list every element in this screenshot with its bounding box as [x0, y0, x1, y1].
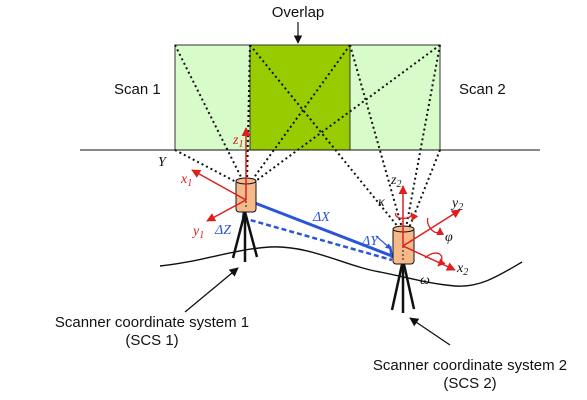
tripod-1	[231, 211, 259, 262]
y2-label: y2	[450, 196, 463, 213]
scanner-2	[390, 185, 461, 313]
scanner-1	[191, 127, 259, 262]
scs2-abbrev: (SCS 2)	[443, 375, 496, 392]
scan-1-area	[174, 44, 251, 151]
delta-z-label: ΔZ	[214, 223, 231, 238]
x1-label: x1	[180, 172, 192, 189]
x2-label: x2	[456, 261, 468, 278]
z1-label: z1	[232, 133, 243, 150]
phi-rotation-arrow	[426, 217, 445, 236]
delta-y-arrow	[375, 235, 392, 250]
tripod-2	[390, 259, 416, 313]
delta-y-label: ΔY	[361, 234, 380, 249]
delta-x-label: ΔX	[312, 210, 330, 225]
overlap-label: Overlap	[272, 4, 325, 21]
scan-2-label: Scan 2	[459, 81, 506, 98]
omega-label: ω	[420, 273, 430, 288]
scan-1-label: Scan 1	[114, 81, 161, 98]
kappa-label: κ	[378, 195, 385, 210]
scan-sight-lines	[174, 44, 441, 229]
kappa-rotation-arrow	[394, 212, 419, 221]
scs2-title: Scanner coordinate system 2	[373, 357, 567, 374]
y1-axis	[206, 199, 247, 222]
scs1-abbrev: (SCS 1)	[125, 332, 178, 349]
scan-2-area	[349, 44, 441, 151]
x1-axis	[191, 169, 247, 201]
terrain-line	[159, 246, 523, 287]
y1-label: y1	[191, 224, 204, 241]
x2-axis	[402, 245, 456, 271]
scan-areas	[174, 44, 441, 151]
z2-label: z2	[390, 173, 401, 190]
translation-path	[241, 198, 394, 262]
overlap-area	[249, 44, 351, 151]
y2-axis	[402, 209, 461, 247]
phi-label: φ	[445, 230, 453, 245]
scs2-pointer	[409, 317, 451, 346]
scs1-title: Scanner coordinate system 1	[55, 314, 249, 331]
omega-rotation-arrow	[424, 252, 446, 267]
scs1-pointer	[184, 267, 239, 313]
y-axis-label: Y	[158, 155, 168, 170]
